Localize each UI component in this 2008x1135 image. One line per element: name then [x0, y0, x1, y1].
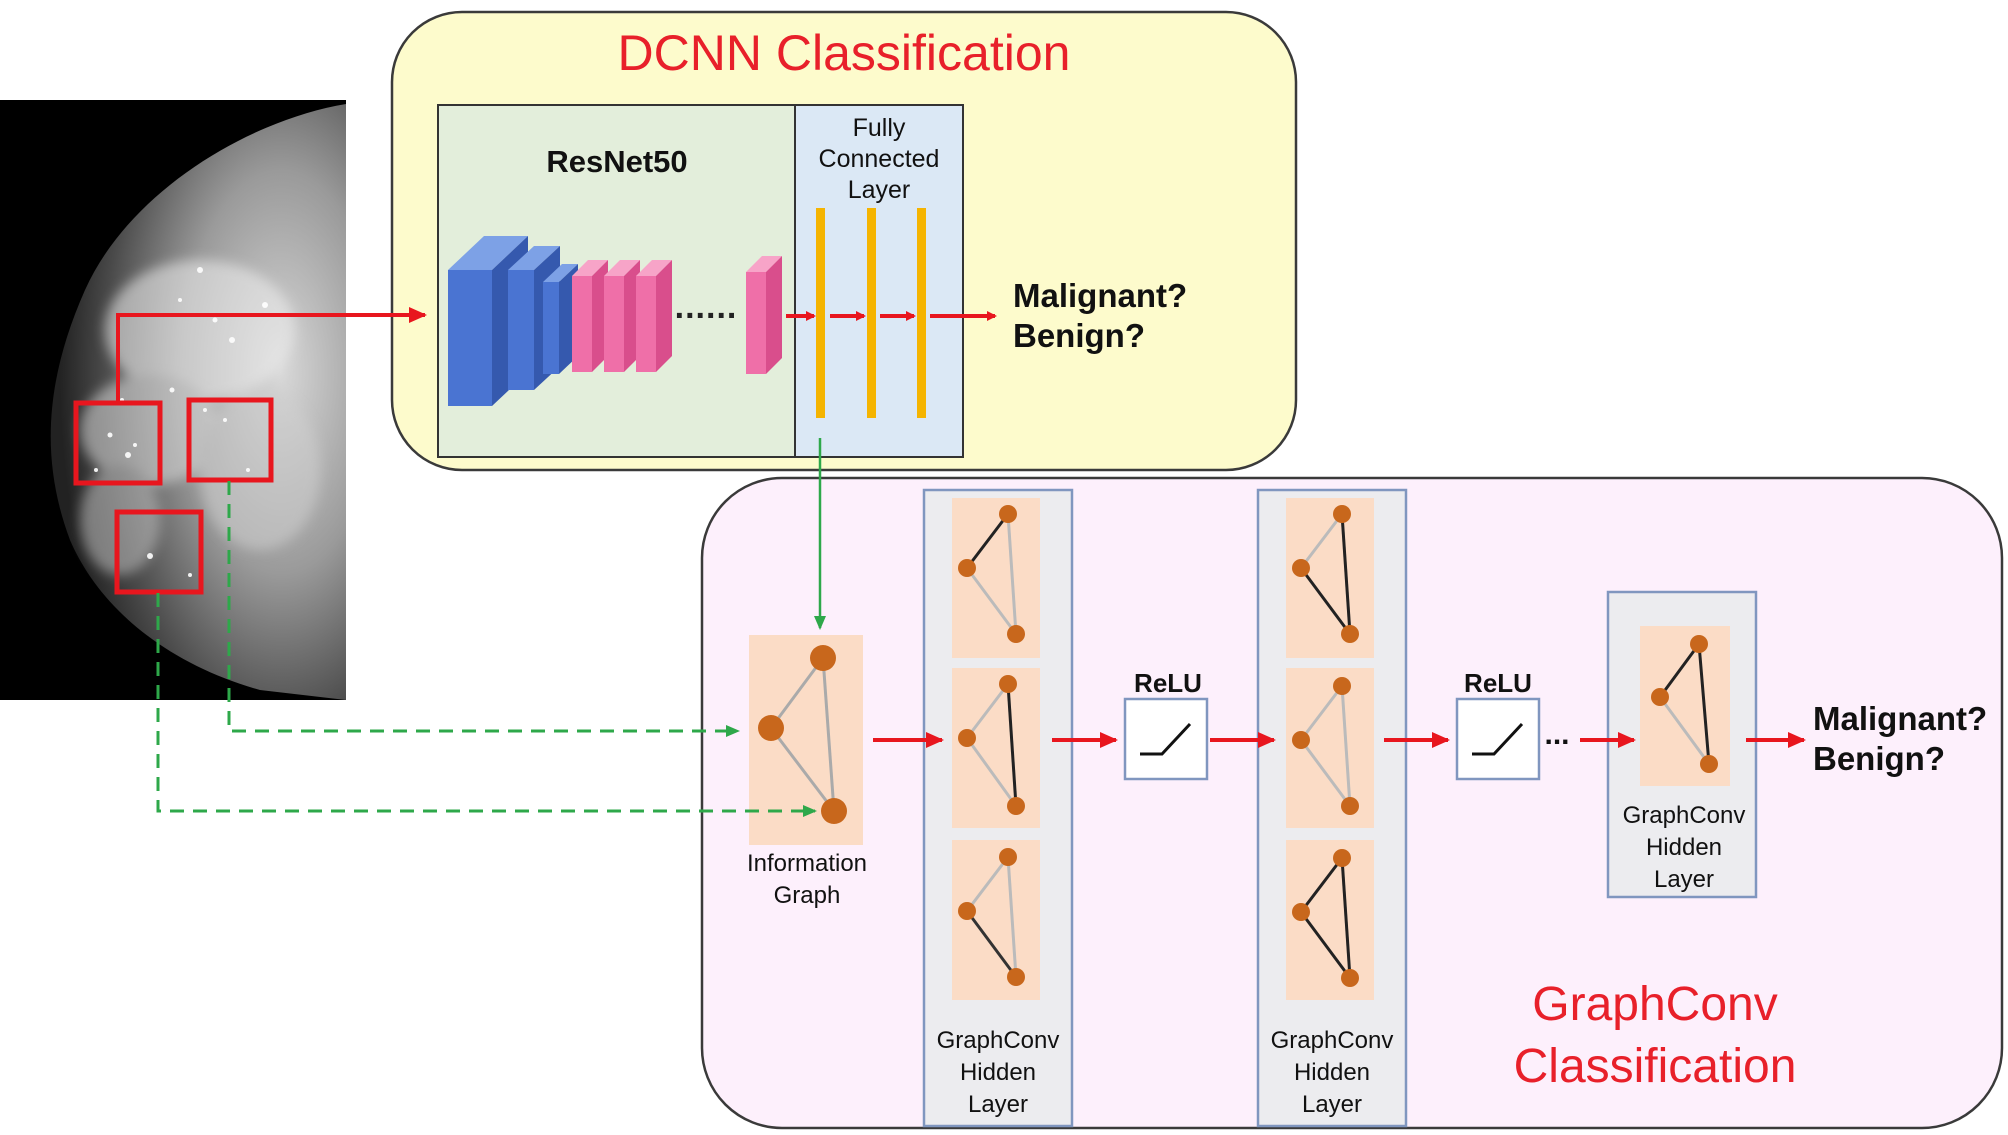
graph-tile: [952, 840, 1040, 1000]
graph-tile: [952, 498, 1040, 658]
gcn-output-benign: Benign?: [1813, 740, 1945, 777]
dcnn-output-benign: Benign?: [1013, 317, 1145, 354]
hidden-layer-2-label-line-1: GraphConv: [1271, 1027, 1394, 1054]
dcnn-output-malignant: Malignant?: [1013, 277, 1187, 314]
fc-bar-1: [816, 208, 825, 418]
graph-tile: [1640, 626, 1730, 786]
hidden-layer-1-label-line-3: Layer: [968, 1091, 1028, 1118]
conv-block-pink-final: [746, 256, 782, 374]
graph-tile: [1286, 668, 1374, 828]
hidden-layer-2-label-line-2: Hidden: [1294, 1059, 1370, 1086]
hidden-layer-final-label-line-2: Hidden: [1646, 834, 1722, 861]
fc-bar-2: [867, 208, 876, 418]
information-graph: [749, 635, 863, 845]
hidden-layer-1-label-line-2: Hidden: [960, 1059, 1036, 1086]
info-graph-label-line-1: Information: [747, 850, 867, 877]
graph-node: [821, 798, 847, 824]
relu-2-label: ReLU: [1464, 668, 1532, 698]
dcnn-title: DCNN Classification: [618, 25, 1071, 81]
fc-bar-3: [917, 208, 926, 418]
hidden-layer-final-label-line-1: GraphConv: [1623, 802, 1746, 829]
fc-label-line-1: Fully: [853, 114, 906, 142]
hidden-layer-2-label-line-3: Layer: [1302, 1091, 1362, 1118]
info-graph-label-line-2: Graph: [774, 882, 841, 909]
fc-label-line-2: Connected: [819, 145, 940, 173]
resnet-ellipsis: ......: [675, 288, 738, 326]
conv-block-pink-2: [604, 260, 640, 372]
relu-curve-icon: [1472, 722, 1524, 756]
roi-box-3: [114, 509, 204, 595]
graphconv-hidden-layer-2: GraphConv Hidden Layer: [1256, 488, 1408, 1128]
relu-1-block: [1123, 697, 1209, 781]
graph-node: [758, 715, 784, 741]
graph-tile: [1286, 840, 1374, 1000]
graph-tile: [1286, 498, 1374, 658]
graph-node: [810, 645, 836, 671]
fc-label-line-3: Layer: [848, 176, 911, 204]
gcn-title-line-2: Classification: [1514, 1040, 1797, 1093]
conv-block-pink-1: [572, 260, 608, 372]
mammogram-image: [0, 100, 346, 700]
hidden-layer-1-label-line-1: GraphConv: [937, 1027, 1060, 1054]
hidden-layer-final-label-line-3: Layer: [1654, 866, 1714, 893]
gcn-ellipsis: ...: [1544, 718, 1569, 751]
gcn-panel: GraphConv Classification Information Gra…: [700, 476, 2004, 1130]
graphconv-hidden-layer-final: GraphConv Hidden Layer: [1606, 590, 1758, 899]
graphconv-hidden-layer-1: GraphConv Hidden Layer: [922, 488, 1074, 1128]
relu-1-label: ReLU: [1134, 668, 1202, 698]
dashed-arrow-roi-3-to-graph: [156, 593, 817, 817]
relu-curve-icon: [1140, 722, 1192, 756]
roi-box-2: [186, 397, 274, 483]
gcn-title-line-1: GraphConv: [1532, 978, 1777, 1031]
conv-block-pink-3: [636, 260, 672, 372]
dcnn-panel: DCNN Classification ResNet50 Fully Conne…: [390, 10, 1298, 472]
arrow-image-to-resnet: [116, 307, 427, 403]
gcn-output-malignant: Malignant?: [1813, 700, 1987, 737]
resnet-label: ResNet50: [546, 144, 687, 179]
graph-tile: [952, 668, 1040, 828]
relu-2-block: [1455, 697, 1541, 781]
